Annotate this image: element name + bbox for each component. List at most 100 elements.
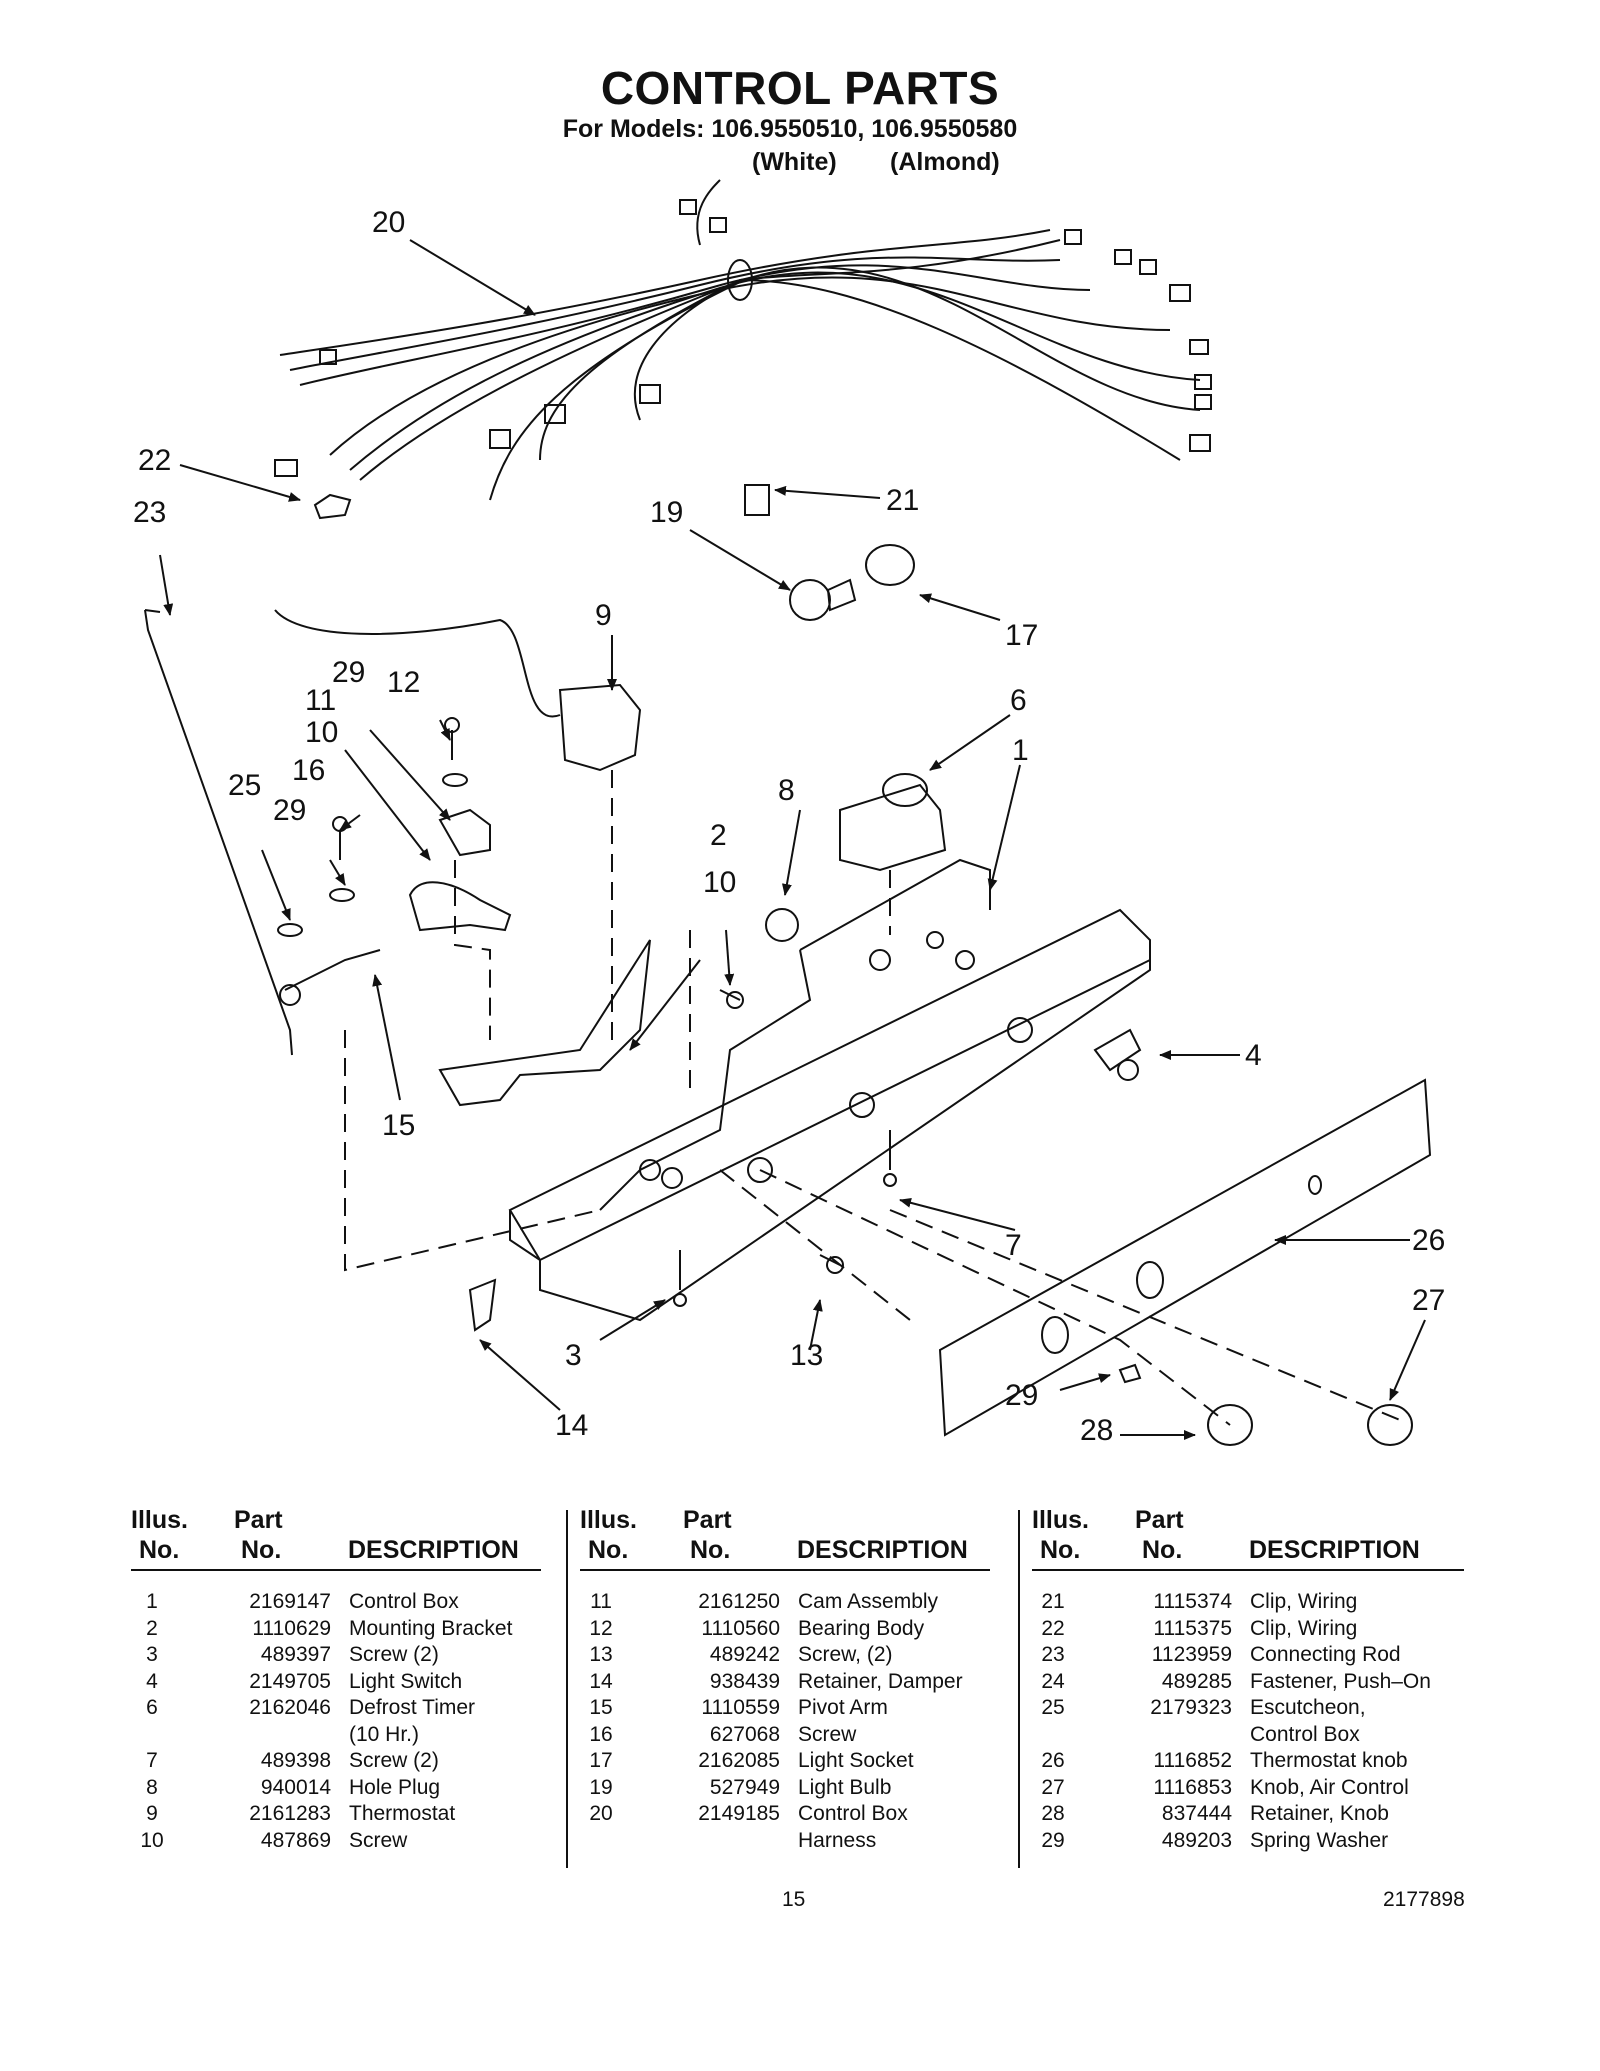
header-rule [580,1569,990,1571]
thermostat-drawing [558,683,642,772]
air-control-knob-drawing [1207,1404,1253,1446]
illus-number: 27 [1041,1775,1065,1799]
wire-harness-drawing [274,179,1212,501]
header-part-no: No. [690,1536,731,1564]
document-number: 2177898 [1383,1888,1465,1911]
hole-plug-drawing [765,908,799,942]
variant-white: (White) [752,148,837,176]
illus-number: 24 [1041,1669,1065,1693]
header-part-no: No. [241,1536,282,1564]
part-number: 489242 [709,1643,780,1666]
illus-number: 16 [589,1722,613,1746]
callout-25: 26 [1412,1224,1445,1257]
part-description: Escutcheon, [1250,1696,1366,1719]
part-number: 489398 [260,1749,331,1772]
part-description: Screw (2) [349,1643,439,1666]
part-description: Bearing Body [798,1616,925,1640]
column-divider [566,1510,568,1868]
illus-number: 21 [1041,1590,1065,1613]
part-number: 1110559 [701,1696,780,1719]
clip-22-drawing [313,493,352,520]
part-description: Screw [798,1722,857,1746]
illus-number: 8 [146,1775,158,1799]
callout-29-upper: 29 [332,656,365,689]
callout-1: 1 [1012,734,1029,767]
part-number: 1116853 [1153,1775,1232,1799]
callout-22: 22 [138,444,171,477]
illus-number: 29 [1041,1828,1065,1852]
part-description: (10 Hr.) [349,1722,420,1746]
part-description: Control Box [349,1590,459,1613]
connecting-rod-drawing [144,609,293,1056]
part-number: 489285 [1161,1669,1232,1693]
part-description: Connecting Rod [1250,1643,1401,1666]
illus-number: 19 [589,1775,613,1799]
illus-number: 6 [146,1696,158,1719]
header-illus-no: No. [1040,1536,1081,1564]
part-description: Clip, Wiring [1250,1616,1358,1640]
callout-13-upper: 12 [387,666,420,699]
part-description: Screw, (2) [798,1643,893,1666]
header-illus: Illus. [131,1506,188,1534]
part-number: 489203 [1161,1828,1232,1852]
illus-number: 20 [589,1802,613,1825]
part-description: Thermostat [349,1802,456,1825]
part-description: Screw [349,1828,408,1852]
part-description: Harness [798,1828,877,1852]
callout-23: 23 [133,496,166,529]
part-number: 938439 [709,1669,780,1693]
part-description: Cam Assembly [798,1590,939,1613]
column-divider [1018,1510,1020,1868]
part-number: 2161283 [249,1802,331,1825]
part-number: 2161250 [698,1590,780,1613]
callout-7: 7 [1005,1229,1022,1262]
header-description: DESCRIPTION [348,1536,519,1564]
part-description: Mounting Bracket [349,1616,513,1640]
light-bulb-drawing [789,579,831,621]
callout-13-lower: 13 [790,1339,823,1372]
header-illus-no: No. [139,1536,180,1564]
part-description: Control Box [1250,1722,1360,1746]
header-illus: Illus. [1032,1506,1089,1534]
part-number: 2179323 [1150,1696,1232,1719]
callout-6: 6 [1010,684,1027,717]
part-number: 2149185 [698,1802,780,1825]
part-description: Thermostat knob [1250,1749,1408,1772]
callout-26: 27 [1412,1284,1445,1317]
part-description: Screw (2) [349,1749,439,1772]
illus-number: 17 [589,1749,613,1772]
defrost-timer-drawing [839,783,947,872]
callout-16: 16 [292,754,325,787]
header-part: Part [1135,1506,1184,1534]
callout-29-lower: 29 [273,794,306,827]
illus-number: 26 [1041,1749,1065,1772]
part-description: Light Switch [349,1669,463,1693]
part-description: Retainer, Damper [798,1669,963,1693]
part-number: 2169147 [249,1590,331,1613]
header-description: DESCRIPTION [797,1536,968,1564]
header-part-no: No. [1142,1536,1183,1564]
callout-24: 25 [228,769,261,802]
illus-number: 13 [589,1643,613,1666]
part-description: Retainer, Knob [1250,1802,1389,1825]
part-number: 2149705 [249,1669,331,1693]
illus-number: 10 [140,1828,164,1852]
part-number: 527949 [709,1775,780,1799]
callout-27: 28 [1080,1414,1113,1447]
callout-14: 14 [555,1409,588,1442]
callout-15: 15 [382,1109,415,1142]
thermostat-knob-drawing [1367,1404,1413,1446]
illus-number: 11 [590,1590,612,1613]
callout-11: 10 [305,716,338,749]
callout-21: 21 [886,484,919,517]
clip-21-drawing [744,484,770,516]
page-number: 15 [782,1888,806,1911]
part-description: Control Box [798,1802,908,1825]
page-header: CONTROL PARTS For Models: 106.9550510, 1… [0,62,1600,144]
part-number: 487869 [260,1828,331,1852]
